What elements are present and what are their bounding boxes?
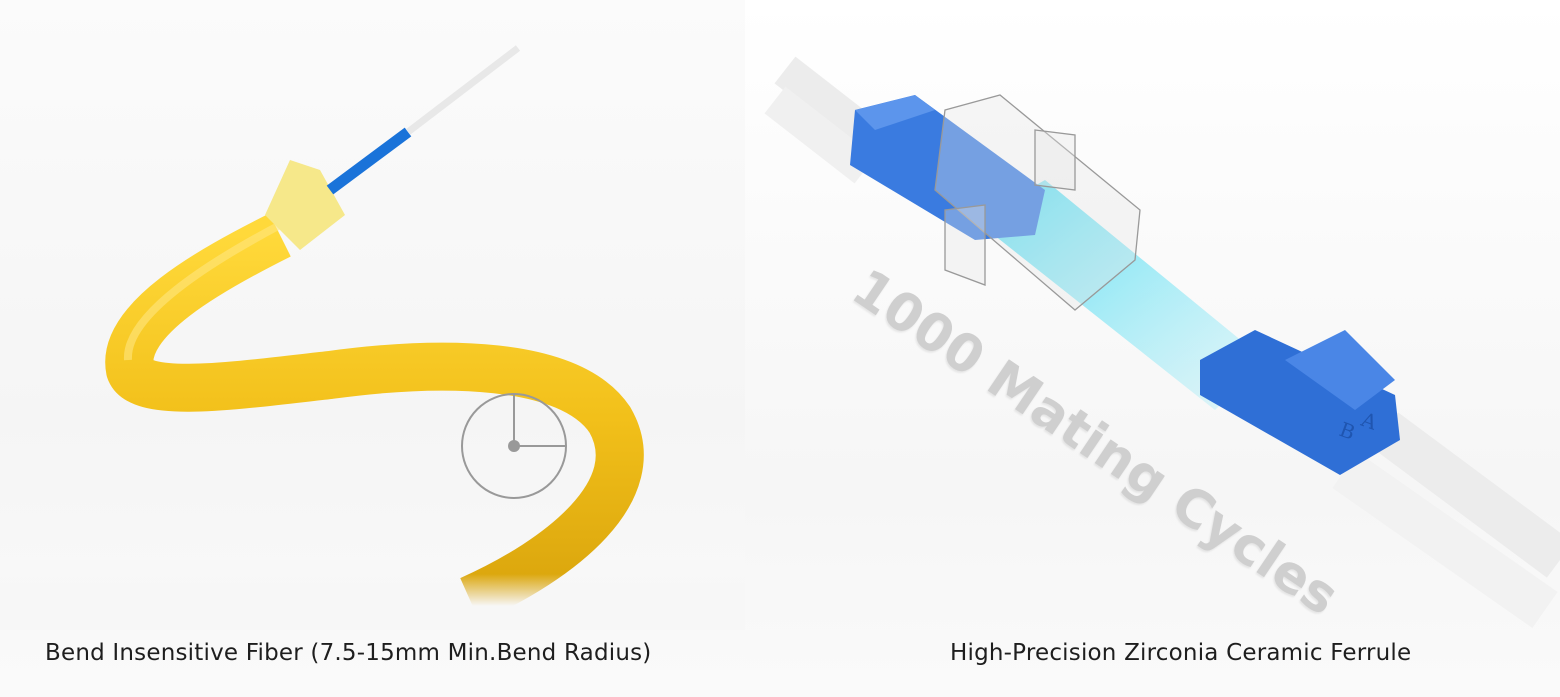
light-beam (975, 180, 1265, 410)
ferrule-caption: High-Precision Zirconia Ceramic Ferrule (950, 640, 1412, 666)
lc-connector-illustration: B A (764, 56, 1560, 629)
bend-radius-icon (461, 393, 567, 499)
bare-fiber (405, 45, 521, 135)
bend-insensitive-fiber-panel: Bend Insensitive Fiber (7.5-15mm Min.Ben… (0, 0, 745, 697)
fiber-caption: Bend Insensitive Fiber (7.5-15mm Min.Ben… (45, 640, 652, 666)
fiber-buffer (326, 127, 412, 195)
connector-left (850, 95, 1045, 240)
aramid-yarn (265, 160, 345, 250)
fiber-cable-illustration (0, 45, 745, 630)
connector-right: B A (1200, 330, 1400, 475)
transparent-adapter (934, 94, 1141, 311)
zirconia-ferrule-panel: B A 1000 Mating Cycles High-Precision Zi… (745, 0, 1560, 697)
